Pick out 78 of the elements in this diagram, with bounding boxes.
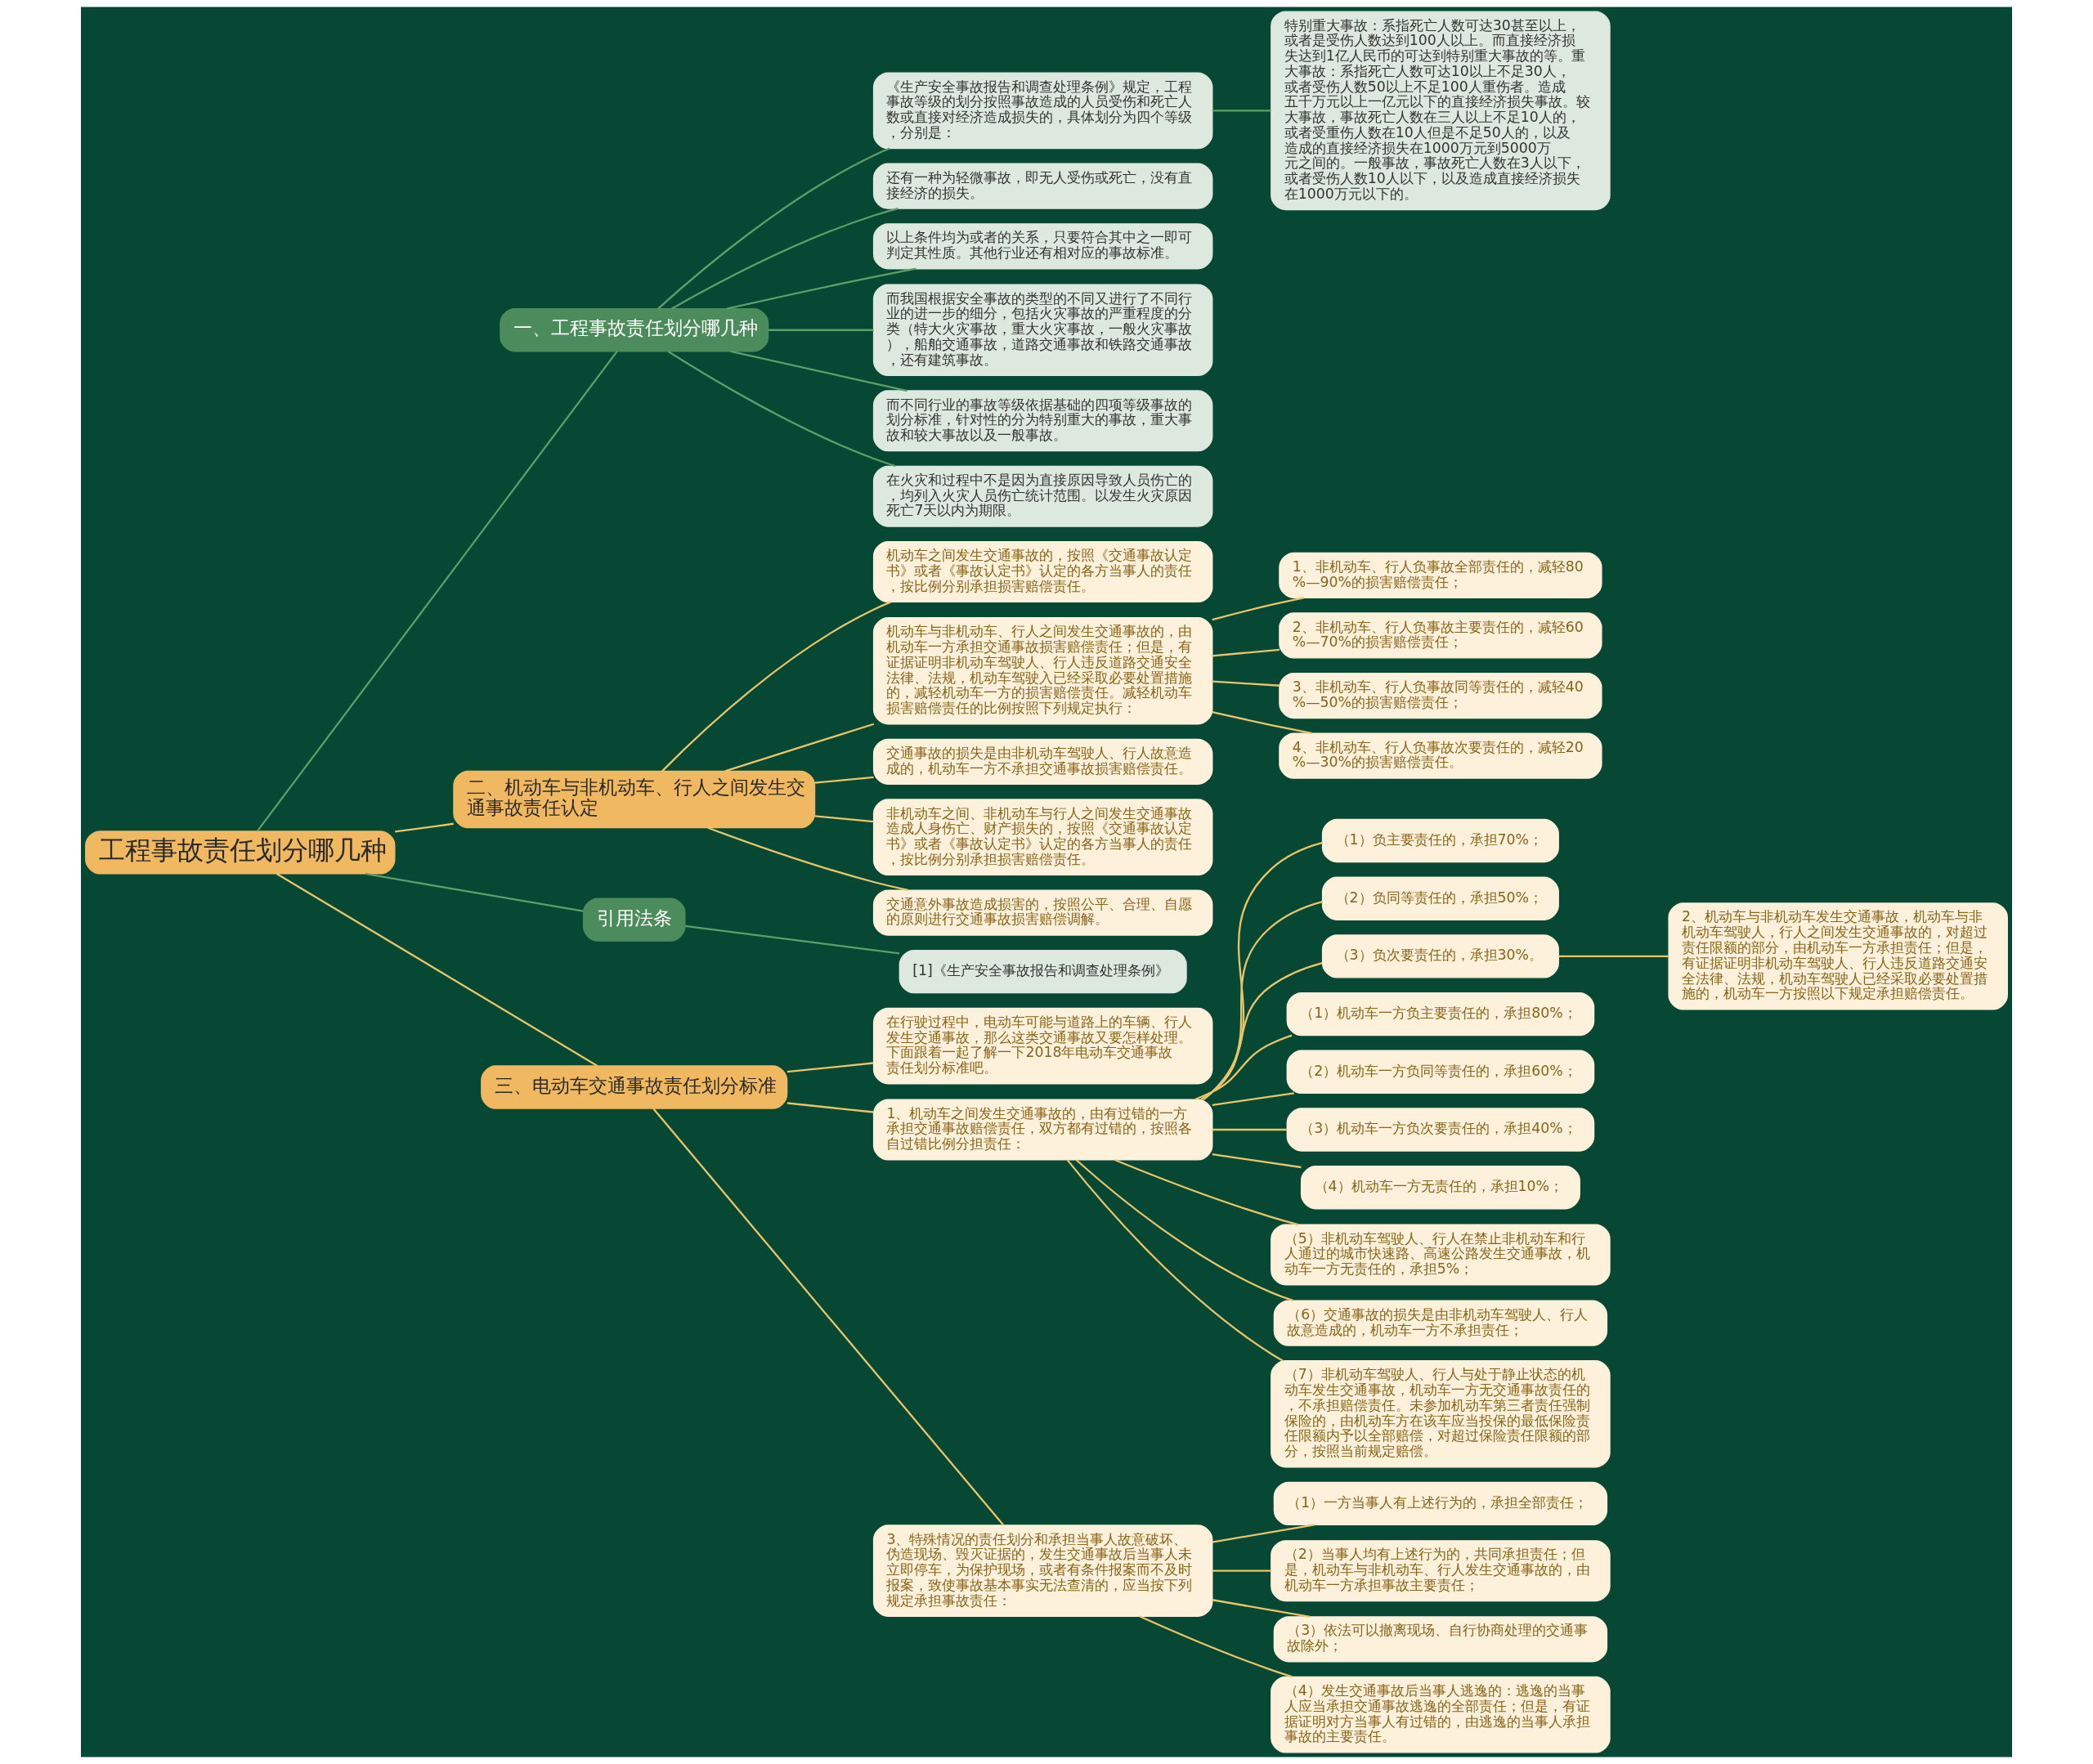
node-box: 工程事故责任划分哪几种: [85, 831, 396, 875]
connector: [1212, 1569, 1271, 1572]
connector: [1114, 1158, 1299, 1226]
node-box: 1、机动车之间发生交通事故的，由有过错的一方承担交通事故赔偿责任，双方都有过错的，按照各自过错比例分担责任：: [872, 1099, 1213, 1161]
node-box: （2）负同等责任的，承担50%；: [1321, 876, 1559, 920]
connector: [1139, 1615, 1293, 1678]
node-box: 交通意外事故造成损害的，按照公平、合理、自愿的原则进行交通事故损害赔偿调解。: [872, 889, 1213, 936]
connector: [661, 601, 892, 772]
connector: [1212, 648, 1280, 657]
node-box: 在火灾和过程中不是因为直接原因导致人员伤亡的，均列入火灾人员伤亡统计范围。以发生火灾原因死亡7天以内为期限。: [872, 465, 1213, 527]
connector: [652, 1108, 1005, 1526]
node-box: 三、电动车交通事故责任划分标准: [481, 1065, 788, 1109]
node-box: （5）非机动车驾驶人、行人在禁止非机动车和行人通过的城市快速路、高速公路发生交通事故，机动车一方无责任的，承担5%；: [1271, 1224, 1611, 1286]
connector: [814, 776, 874, 784]
connector: [1212, 1599, 1311, 1618]
node-box: [1]《生产安全事故报告和调查处理条例》: [899, 949, 1187, 994]
connector: [256, 351, 618, 832]
connector: [1212, 110, 1271, 112]
node-box: （3）机动车一方负次要责任的，承担40%；: [1286, 1108, 1595, 1152]
node-box: （6）交通事故的损失是由非机动车驾驶人、行人故意造成的，机动车一方不承担责任；: [1273, 1300, 1608, 1346]
connector: [1200, 961, 1323, 1100]
connector: [730, 350, 908, 392]
node-box: （1）一方当事人有上述行为的，承担全部责任；: [1273, 1481, 1608, 1526]
node-box: （1）机动车一方负主要责任的，承担80%；: [1286, 992, 1595, 1036]
connector: [724, 723, 875, 772]
node-box: 2、机动车与非机动车发生交通事故，机动车与非机动车驾驶人，行人之间发生交通事故的，对超过责任限额的部分，由机动车一方承担责任；但是，有证据证明非机动车驾驶人、行人违反道路交通安全法律、法规，机动车驾驶人已经采取必要处置措施的，机动车一方按照以下规定承担赔偿责任。: [1668, 902, 2008, 1010]
node-box: 特别重大事故：系指死亡人数可达30甚至以上，或者是受伤人数达到100人以上。而直接经济损失达到1亿人民币的可达到特别重大事故的等。重大事故：系指死亡人数可达10以上不足30人，或者受伤人数50以上不足100人重伤者。造成五千万元以上一亿元以下的直接经济损失事故。较大事故，事故死亡人数在三人以上不足10人的，或者受重伤人数在10人但是不足50人的，以及造成的直接经济损失在1000万元到5000万元之间的。一般事故，事故死亡人数在3人以下，或者受伤人数10人以下，以及造成直接经济损失在1000万元以下的。: [1271, 11, 1611, 211]
connector: [670, 208, 899, 310]
connector: [1212, 1128, 1288, 1131]
node-box: 3、非机动车、行人负事故同等责任的，减轻40%—50%的损害赔偿责任；: [1279, 672, 1602, 719]
connector: [1212, 711, 1313, 735]
node-box: 3、特殊情况的责任划分和承担当事人故意破坏、伪造现场、毁灭证据的，发生交通事故后当事人未立即停车，为保护现场，或者有条件报案而不及时报案，致使事故基本事实无法查清的，应当按下列规定承担事故责任：: [872, 1524, 1213, 1617]
node-box: 以上条件均为或者的关系，只要符合其中之一即可判定其性质。其他行业还有相对应的事故标准。: [872, 223, 1213, 270]
node-box: （3）依法可以撤离现场、自行协商处理的交通事故除外；: [1273, 1616, 1608, 1663]
connector: [768, 329, 874, 331]
node-box: 《生产安全事故报告和调查处理条例》规定，工程事故等级的划分按照事故造成的人员受伤和死亡人数或直接对经济造成损失的，具体划分为四个等级，分别是：: [872, 72, 1213, 150]
node-box: 在行驶过程中，电动车可能与道路上的车辆、行人发生交通事故，那么这类交通事故又要怎样处理。下面跟着一起了解一下2018年电动车交通事故责任划分标准吧。: [872, 1007, 1213, 1085]
connector: [707, 826, 908, 892]
connector: [787, 1102, 874, 1113]
connector: [276, 872, 598, 1067]
connector: [1212, 597, 1304, 621]
connector: [1212, 1153, 1302, 1169]
node-box: 交通事故的损失是由非机动车驾驶人、行人故意造成的，机动车一方不承担交通事故损害赔偿责任。: [872, 738, 1213, 785]
node-box: 机动车与非机动车、行人之间发生交通事故的，由机动车一方承担交通事故损害赔偿责任；但是，有证据证明非机动车驾驶人、行人违反道路交通安全法律、法规，机动车驾驶入已经采取必要处置措施的，减轻机动车一方的损害赔偿责任。减轻机动车损害赔偿责任的比例按照下列规定执行：: [872, 617, 1213, 725]
connector: [1194, 1034, 1293, 1101]
node-box: 一、工程事故责任划分哪几种: [500, 308, 769, 352]
node-box: （2）机动车一方负同等责任的，承担60%；: [1286, 1050, 1595, 1094]
node-box: 非机动车之间、非机动车与行人之间发生交通事故造成人身伤亡、财产损失的，按照《交通事故认定书》或者《事故认定书》认定的各方当事人的责任，按比例分别承担损害赔偿责任。: [872, 799, 1213, 876]
node-box: （3）负次要责任的，承担30%。: [1321, 934, 1559, 978]
connector: [1202, 901, 1323, 1100]
connector: [684, 925, 900, 955]
node-box: （2）当事人均有上述行为的，共同承担责任；但是，机动车与非机动车、行人发生交通事故的，由机动车一方承担事故主要责任；: [1271, 1540, 1611, 1602]
node-box: 二、机动车与非机动车、行人之间发生交通事故责任认定: [453, 770, 816, 829]
connector: [787, 1062, 874, 1073]
node-box: 而不同行业的事故等级依据基础的四项等级事故的划分标准，针对性的分为特别重大的事故，重大事故和较大事故以及一般事故。: [872, 390, 1213, 452]
connector: [1075, 1159, 1294, 1302]
node-box: 4、非机动车、行人负事故次要责任的，减轻20%—30%的损害赔偿责任。: [1279, 732, 1602, 779]
node-box: 而我国根据安全事故的类型的不同又进行了不同行业的进一步的细分，包括火灾事故的严重程度的分类（特大火灾事故，重大火灾事故，一般火灾事故），船舶交通事故，道路交通事故和铁路交通事故，还有建筑事故。: [872, 284, 1213, 376]
connector: [1066, 1159, 1284, 1362]
node-box: （1）负主要责任的，承担70%；: [1321, 818, 1559, 863]
connector: [1212, 1524, 1315, 1543]
connector: [1203, 841, 1323, 1100]
node-box: （4）机动车一方无责任的，承担10%；: [1300, 1166, 1580, 1210]
node-box: 1、非机动车、行人负事故全部责任的，减轻80%—90%的损害赔偿责任；: [1279, 552, 1602, 598]
node-box: 机动车之间发生交通事故的，按照《交通事故认定书》或者《事故认定书》认定的各方当事人的责任，按比例分别承担损害赔偿责任。: [872, 541, 1213, 603]
node-box: 还有一种为轻微事故，即无人受伤或死亡，没有直接经济的损失。: [872, 163, 1213, 209]
connector: [1558, 955, 1669, 958]
connector: [814, 815, 874, 823]
connector: [1212, 1092, 1294, 1107]
node-box: （7）非机动车驾驶人、行人与处于静止状态的机动车发生交通事故，机动车一方无交通事故责任的，不承担赔偿责任。未参加机动车第三者责任强制保险的，由机动车方在该车应当投保的最低保险责任限额内予以全部赔偿，对超过保险责任限额的部分，按照当前规定赔偿。: [1271, 1360, 1611, 1468]
node-box: 引用法条: [582, 898, 686, 942]
connector: [667, 350, 896, 468]
node-box: （4）发生交通事故后当事人逃逸的：逃逸的当事人应当承担交通事故逃逸的全部责任；但是，有证据证明对方当事人有过错的，由逃逸的当事人承担事故的主要责任。: [1271, 1676, 1611, 1753]
connector: [657, 147, 890, 310]
node-box: 2、非机动车、行人负事故主要责任的，减轻60%—70%的损害赔偿责任；: [1279, 612, 1602, 659]
connector: [365, 872, 584, 912]
connector: [395, 822, 454, 833]
connector: [1212, 680, 1280, 687]
